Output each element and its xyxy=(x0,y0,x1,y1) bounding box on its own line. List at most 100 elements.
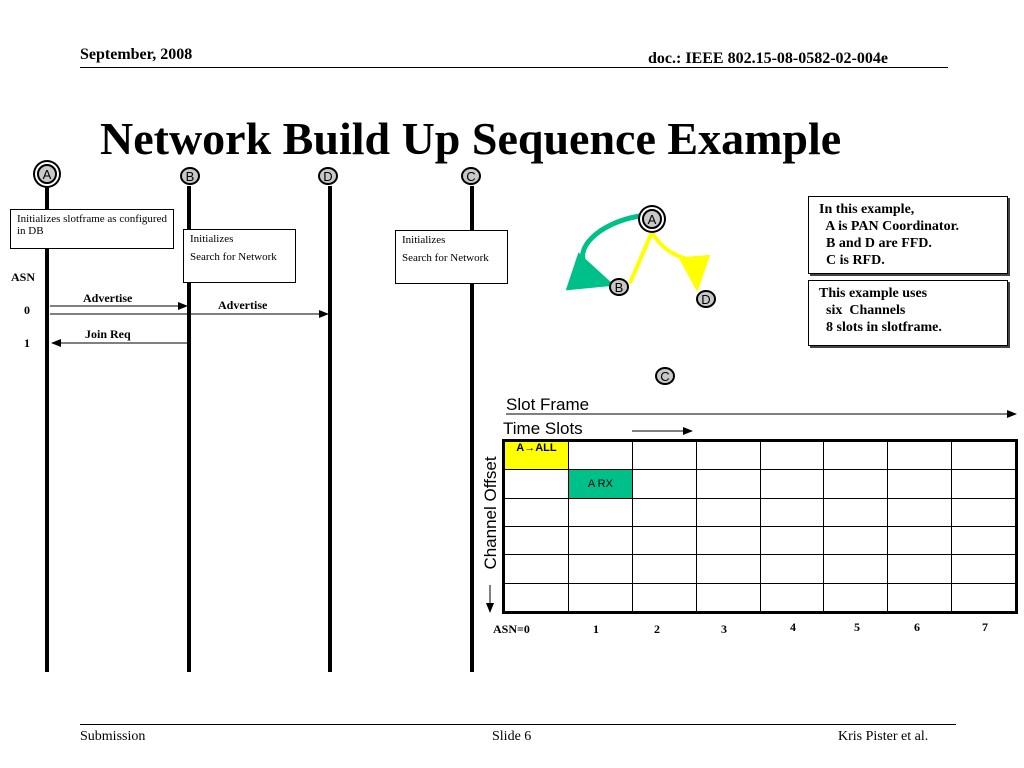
grid-cell xyxy=(759,469,825,499)
grid-cell xyxy=(503,582,569,614)
c-init-line2: Search for Network xyxy=(402,252,489,264)
header-date: September, 2008 xyxy=(80,46,193,63)
grid-asn-label: 7 xyxy=(982,620,988,634)
info-box-roles: In this example, A is PAN Coordinator. B… xyxy=(808,196,1008,274)
grid-cell xyxy=(759,525,825,556)
grid-cell-a-rx: A RX xyxy=(567,469,633,499)
grid-cell xyxy=(695,439,761,471)
grid-row xyxy=(503,497,1017,527)
topology-arrow-b-to-a xyxy=(628,231,654,284)
grid-asn-label: 1 xyxy=(593,622,599,636)
grid-row: A RX xyxy=(503,469,1017,499)
grid-row xyxy=(503,582,1017,614)
grid-cell xyxy=(695,497,761,527)
slotframe-grid: A→ALL A RX xyxy=(502,439,1018,614)
grid-cell xyxy=(631,469,697,499)
header-doc: doc.: IEEE 802.15-08-0582-02-004e xyxy=(648,50,888,67)
grid-cell xyxy=(503,469,569,499)
node-a-head: A xyxy=(37,164,57,184)
footer-center: Slide 6 xyxy=(492,729,532,744)
info-config-line: six Channels xyxy=(819,303,906,318)
grid-row xyxy=(503,525,1017,556)
grid-cell xyxy=(887,469,953,499)
grid-asn-label: 2 xyxy=(654,622,660,636)
grid-cell xyxy=(759,554,825,584)
footer-rule xyxy=(80,724,956,725)
grid-cell xyxy=(567,439,633,471)
message-join-req: Join Req xyxy=(85,327,131,341)
footer-right: Kris Pister et al. xyxy=(838,729,929,744)
b-init-line2: Search for Network xyxy=(190,251,277,263)
lifeline-b xyxy=(187,186,191,672)
info-roles-line: In this example, xyxy=(819,202,915,217)
grid-cell xyxy=(887,439,953,471)
grid-cell xyxy=(567,525,633,556)
grid-cell xyxy=(951,497,1017,527)
grid-cell xyxy=(823,497,889,527)
info-config-line: 8 slots in slotframe. xyxy=(819,320,942,335)
message-advertise-1: Advertise xyxy=(83,291,133,305)
topology-node-c: C xyxy=(655,367,675,385)
grid-cell xyxy=(695,469,761,499)
grid-cell xyxy=(631,439,697,471)
grid-cell xyxy=(631,554,697,584)
message-advertise-2: Advertise xyxy=(218,298,268,312)
info-box-config: This example uses six Channels 8 slots i… xyxy=(808,280,1008,346)
asn-row-0: 0 xyxy=(24,303,30,317)
grid-cell xyxy=(887,554,953,584)
grid-cell xyxy=(631,582,697,614)
grid-cell xyxy=(951,554,1017,584)
channel-offset-label: Channel Offset xyxy=(481,456,500,570)
topology-arrow-a-to-b xyxy=(565,213,641,291)
info-roles-line: C is RFD. xyxy=(819,253,885,268)
grid-cell xyxy=(823,439,889,471)
lifeline-c xyxy=(470,186,474,672)
grid-cell xyxy=(503,525,569,556)
grid-asn-label: ASN=0 xyxy=(493,622,530,636)
info-roles-line: B and D are FFD. xyxy=(819,236,932,251)
b-init-box: Initializes Search for Network xyxy=(183,229,296,283)
grid-cell xyxy=(695,554,761,584)
grid-cell xyxy=(759,439,825,471)
footer-left: Submission xyxy=(80,729,146,744)
b-init-line1: Initializes xyxy=(190,233,234,245)
grid-cell xyxy=(887,582,953,614)
topology-node-a: A xyxy=(642,209,662,229)
topology-arrow-d-to-a xyxy=(650,231,711,292)
a-init-text: Initializes slotframe as configured in D… xyxy=(17,213,167,237)
node-b-head: B xyxy=(180,167,200,185)
grid-cell xyxy=(823,525,889,556)
grid-asn-label: 6 xyxy=(914,620,920,634)
grid-cell xyxy=(823,469,889,499)
a-init-box: Initializes slotframe as configured in D… xyxy=(10,209,174,249)
page-title: Network Build Up Sequence Example xyxy=(100,113,842,164)
grid-cell xyxy=(503,554,569,584)
grid-cell xyxy=(951,469,1017,499)
header-rule xyxy=(80,67,948,68)
info-config-line: This example uses xyxy=(819,286,928,301)
grid-cell xyxy=(823,582,889,614)
grid-cell xyxy=(887,497,953,527)
grid-cell xyxy=(695,525,761,556)
grid-cell xyxy=(567,554,633,584)
node-c-head: C xyxy=(461,167,481,185)
grid-cell xyxy=(951,525,1017,556)
grid-cell-a-all: A→ALL xyxy=(503,439,569,471)
grid-cell xyxy=(887,525,953,556)
grid-cell xyxy=(567,582,633,614)
grid-row: A→ALL xyxy=(503,439,1017,471)
c-init-line1: Initializes xyxy=(402,234,446,246)
grid-cell xyxy=(631,497,697,527)
grid-cell xyxy=(759,497,825,527)
grid-cell xyxy=(759,582,825,614)
grid-cell xyxy=(951,439,1017,471)
topology-node-b: B xyxy=(609,278,629,296)
topology-node-d: D xyxy=(696,290,716,308)
grid-cell xyxy=(631,525,697,556)
grid-cell xyxy=(503,497,569,527)
grid-asn-label: 4 xyxy=(790,620,796,634)
grid-asn-label: 5 xyxy=(854,620,860,634)
lifeline-d xyxy=(328,186,332,672)
asn-row-1: 1 xyxy=(24,336,30,350)
grid-cell xyxy=(951,582,1017,614)
